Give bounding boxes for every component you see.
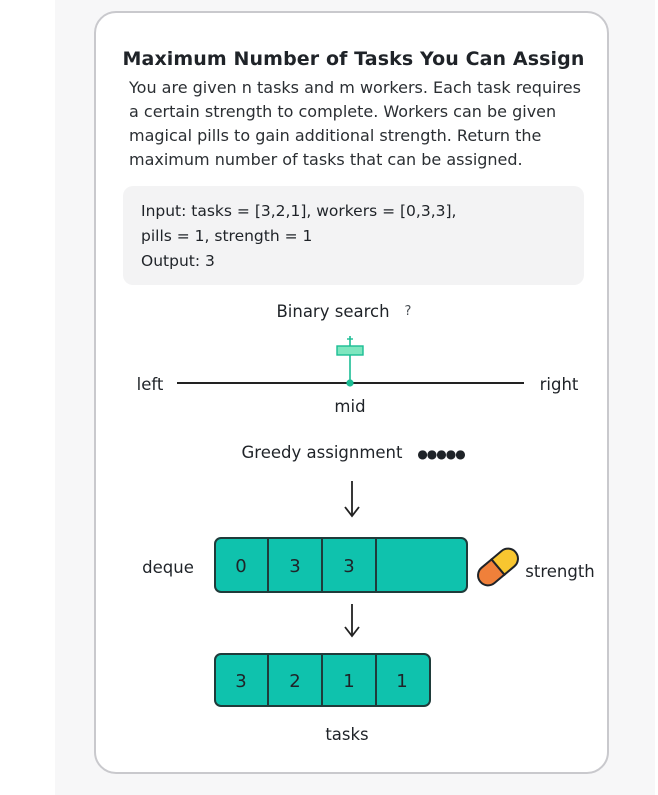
- example-params-line: pills = 1, strength = 1: [141, 227, 313, 245]
- example-output-line: Output: 3: [141, 252, 215, 270]
- problem-card: Maximum Number of Tasks You Can Assign Y…: [94, 11, 609, 774]
- example-input-line: Input: tasks = [3,2,1], workers = [0,3,3…: [141, 202, 457, 220]
- problem-description: You are given n tasks and m workers. Eac…: [129, 78, 581, 169]
- example-box: Input: tasks = [3,2,1], workers = [0,3,3…: [123, 186, 584, 285]
- problem-title: Maximum Number of Tasks You Can Assign: [122, 48, 585, 70]
